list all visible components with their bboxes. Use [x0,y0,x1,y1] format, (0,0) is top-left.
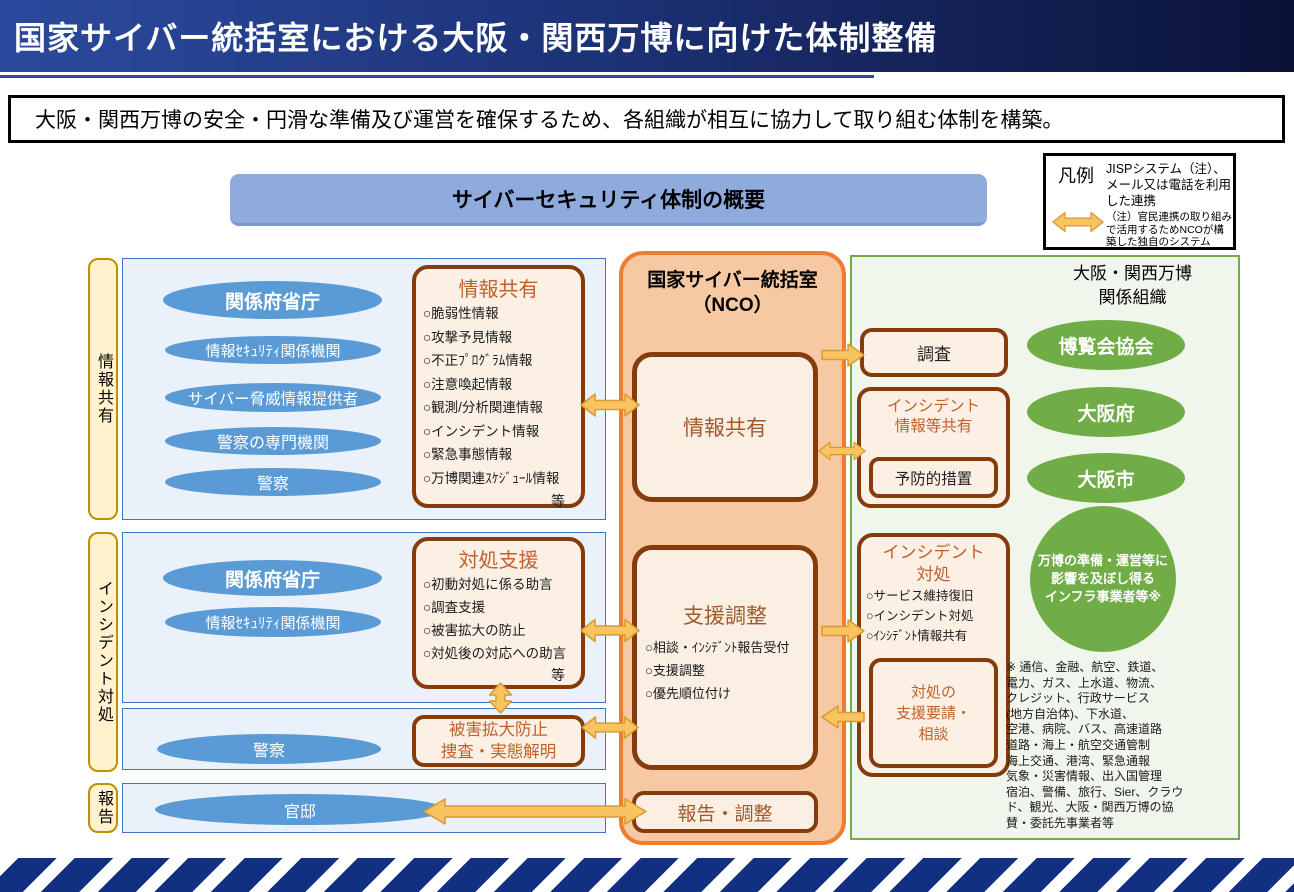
info-share-item: ○インシデント情報 [423,423,540,439]
diagram-title-band: サイバーセキュリティ体制の概要 [230,174,987,226]
oval-osaka-city: 大阪市 [1027,453,1185,503]
box-response-support: 対処支援 ○初動対処に係る助言 ○調査支援 ○被害拡大の防止 ○対処後の対応への… [412,537,585,689]
nco-title: 国家サイバー統括室 （NCO） [647,270,818,316]
info-share-item: ○攻撃予見情報 [423,329,513,345]
oval-threat-info-providers: サイバー脅威情報提供者 [165,383,381,412]
subtitle-text: 大阪・関西万博の安全・円滑な準備及び運営を確保するため、各組織が相互に協力して取… [35,109,1064,132]
response-support-item: ○初動対処に係る助言 [423,577,553,592]
subtitle-box: 大阪・関西万博の安全・円滑な準備及び運営を確保するため、各組織が相互に協力して取… [8,95,1285,143]
row-label-info-share: 情報共有 [88,258,118,520]
info-share-item: ○万博関連ｽｹｼﾞｭｰﾙ情報 [423,470,560,486]
oval-ministries: 関係府省庁 [163,281,382,319]
arrow-damage-prevention-left [580,713,640,742]
arrow-to-incident-response [821,617,865,645]
incident-response-item: ○サービス維持復旧 [866,589,974,603]
arrow-vertical-damage-prevention [485,682,516,714]
box-info-share-list: 情報共有 ○脆弱性情報 ○攻撃予見情報 ○不正ﾌﾟﾛｸﾞﾗﾑ情報 ○注意喚起情報… [412,265,585,509]
legend-label: 凡例 [1058,166,1094,186]
oval-infosec-orgs-incident: 情報ｾｷｭﾘﾃｨ関係機関 [165,607,381,637]
arrow-support-request-left [821,703,865,731]
oval-police-expert-orgs: 警察の専門機関 [165,427,381,455]
arrow-incident-info-share [818,436,866,466]
oval-kantei: 官邸 [155,794,445,825]
etc-label: 等 [551,493,565,509]
oval-police-top: 警察 [165,468,381,496]
title-bar: 国家サイバー統括室における大阪・関西万博に向けた体制整備 [0,0,1294,72]
double-arrow-icon [1052,208,1104,236]
expo-orgs-header: 大阪・関西万博 関係組織 [1073,264,1192,307]
oval-osaka-prefecture: 大阪府 [1027,387,1185,437]
box-investigation: 調査 [860,328,1008,377]
legend-note-text: （注）官民連携の取り組みで活用するためNCOが構築した独自のシステム [1106,211,1232,248]
oval-infosec-orgs: 情報ｾｷｭﾘﾃｨ関係機関 [165,336,381,364]
row-label-incident-response: インシデント対処 [88,532,118,772]
box-damage-prevention: 被害拡大防止 捜査・実態解明 [412,715,585,767]
box-info-share-title: 情報共有 [458,279,539,301]
oval-police: 警察 [157,734,381,764]
support-coordination-item: ○相談・ｲﾝｼﾃﾞﾝﾄ報告受付 [645,640,790,655]
oval-ministries-incident: 関係府省庁 [163,560,382,596]
page-title: 国家サイバー統括室における大阪・関西万博に向けた体制整備 [14,20,938,56]
support-coordination-item: ○優先順位付け [645,686,731,701]
arrow-response-support-left [580,615,640,646]
title-underline [0,75,874,78]
info-share-item: ○脆弱性情報 [423,306,499,321]
arrow-info-share-left [580,390,640,420]
nco-box-report-coordination: 報告・調整 [632,791,818,833]
info-share-item: ○緊急事態情報 [423,447,513,462]
incident-response-item: ○インシデント対処 [866,609,974,623]
box-support-request: 対処の 支援要請・ 相談 [869,658,998,768]
oval-expo-association: 博覧会協会 [1027,320,1185,370]
circle-infra-operators: 万博の準備・運営等に 影響を及ぼし得る インフラ事業者等※ [1030,506,1176,652]
legend-box: 凡例 JISPシステム（注）、メール又は電話を利用した連携 （注）官民連携の取り… [1043,153,1236,250]
incident-response-title: インシデント 対処 [882,543,985,584]
box-preventive-measures: 予防的措置 [869,457,998,498]
response-support-item: ○被害拡大の防止 [423,623,526,638]
response-support-item: ○調査支援 [423,600,486,615]
info-share-item: ○注意喚起情報 [423,376,513,392]
response-support-item: ○対処後の対応への助言 [423,646,567,661]
etc-label: 等 [551,667,565,683]
incident-info-share-title: インシデント 情報等共有 [886,398,980,435]
nco-box-support-coordination: 支援調整 ○相談・ｲﾝｼﾃﾞﾝﾄ報告受付 ○支援調整 ○優先順位付け [632,545,818,770]
legend-main-text: JISPシステム（注）、メール又は電話を利用した連携 [1106,162,1232,208]
info-share-item: ○不正ﾌﾟﾛｸﾞﾗﾑ情報 [423,353,533,368]
infra-footnote: ※ 通信、金融、航空、鉄道、 電力、ガス、上水道、物流、 クレジット、行政サービ… [1006,660,1184,830]
nco-box-info-share: 情報共有 [632,352,818,502]
support-coordination-item: ○支援調整 [645,663,705,678]
arrow-to-investigation [821,341,865,369]
box-response-support-title: 対処支援 [458,550,539,572]
diagram-title: サイバーセキュリティ体制の概要 [451,188,766,212]
incident-response-item: ○ｲﾝｼﾃﾞﾝﾄ情報共有 [866,629,968,643]
info-share-item: ○観測/分析関連情報 [423,400,543,415]
bottom-stripe-border [0,858,1294,892]
arrow-report-coordination [423,796,647,827]
support-coordination-title: 支援調整 [683,605,767,628]
row-label-report: 報告 [88,783,118,833]
